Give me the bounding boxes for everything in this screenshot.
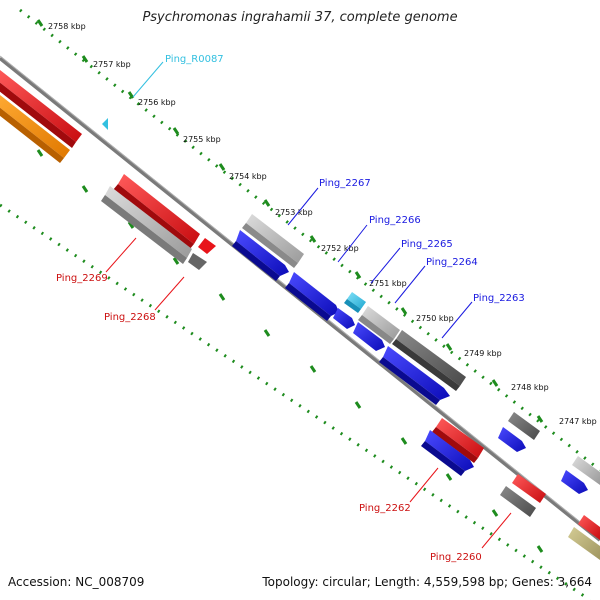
outer-tick-track [19,8,600,472]
gene-ping-2263[interactable] [392,330,466,391]
leader-ping-2269 [105,237,137,273]
leader-ping-r0087 [132,61,164,98]
gene-ping-2262-red[interactable] [432,418,484,463]
label-ping-2268[interactable]: Ping_2268 [104,312,156,323]
label-ping-2266[interactable]: Ping_2266 [369,215,421,226]
accession-text: Accession: NC_008709 [8,575,145,589]
outer-major-ticks [36,19,544,423]
leader-ping-2265 [370,247,401,284]
label-ping-2264[interactable]: Ping_2264 [426,257,478,268]
gene-khaki-farright[interactable] [568,527,600,560]
gene-ping-2260-dark[interactable] [500,486,536,517]
kbp-label: 2755 kbp [183,135,221,144]
gene-red-topleft[interactable] [0,70,82,148]
leader-ping-2266 [337,224,368,263]
inner-major-ticks [36,149,544,553]
gene-blue-small-2[interactable] [353,322,385,351]
gene-ping-2262-blue[interactable] [421,430,474,476]
kbp-label: 2747 kbp [559,417,597,426]
kbp-label: 2757 kbp [93,60,131,69]
gene-ping-2264[interactable] [358,306,400,344]
leader-ping-2267 [287,187,319,226]
gene-dark-gray-2748[interactable] [508,412,540,440]
kbp-label: 2752 kbp [321,244,359,253]
gene-gray-farright[interactable] [572,456,600,485]
label-ping-2265[interactable]: Ping_2265 [401,239,453,250]
topology-text: Topology: circular; Length: 4,559,598 bp… [262,575,592,589]
label-ping-2267[interactable]: Ping_2267 [319,178,371,189]
kbp-label: 2750 kbp [416,314,454,323]
gene-blue-2748[interactable] [498,427,526,452]
kbp-label: 2753 kbp [275,208,313,217]
inner-tick-track [0,203,591,600]
gene-ping-2267[interactable] [242,214,304,268]
label-ping-r0087[interactable]: Ping_R0087 [165,54,224,65]
kbp-label: 2754 kbp [229,172,267,181]
gene-red-farright[interactable] [578,515,600,540]
gene-ping-2260-red[interactable] [512,474,546,503]
label-ping-2260[interactable]: Ping_2260 [430,552,482,563]
kbp-label: 2756 kbp [138,98,176,107]
kbp-label: 2748 kbp [511,383,549,392]
gene-blue-farright[interactable] [561,470,588,494]
kbp-label: 2749 kbp [464,349,502,358]
gene-ping-2265[interactable] [285,272,339,321]
label-ping-2262[interactable]: Ping_2262 [359,503,411,514]
gene-orange-topleft[interactable] [0,95,70,163]
gene-ping-2269[interactable] [113,174,216,254]
rna-ping-2265[interactable] [344,292,366,313]
leader-ping-2268 [154,276,185,311]
leader-ping-2264 [394,265,426,304]
label-ping-2269[interactable]: Ping_2269 [56,273,108,284]
gene-blue-long[interactable] [379,346,450,405]
rna-ping-r0087[interactable] [102,118,108,130]
gene-blue-small-1[interactable] [333,308,355,329]
leader-ping-2263 [441,301,473,339]
gene-ping-2268[interactable] [101,186,207,270]
leader-ping-2262 [409,467,439,503]
kbp-label: 2758 kbp [48,22,86,31]
kbp-label: 2751 kbp [369,279,407,288]
label-ping-2263[interactable]: Ping_2263 [473,293,525,304]
leader-ping-2260 [481,512,512,549]
genome-title: Psychromonas ingrahamii 37, complete gen… [142,10,458,25]
gene-ping-2266[interactable] [232,230,289,281]
